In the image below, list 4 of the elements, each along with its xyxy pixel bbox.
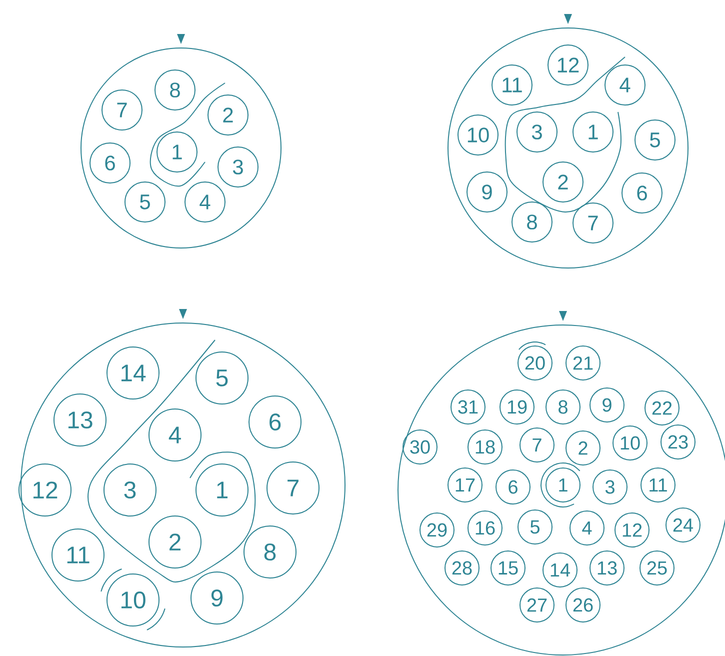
connector-face bbox=[448, 28, 688, 268]
connector-face bbox=[20, 322, 346, 648]
connector-face bbox=[80, 48, 282, 248]
connector-face bbox=[398, 324, 725, 656]
